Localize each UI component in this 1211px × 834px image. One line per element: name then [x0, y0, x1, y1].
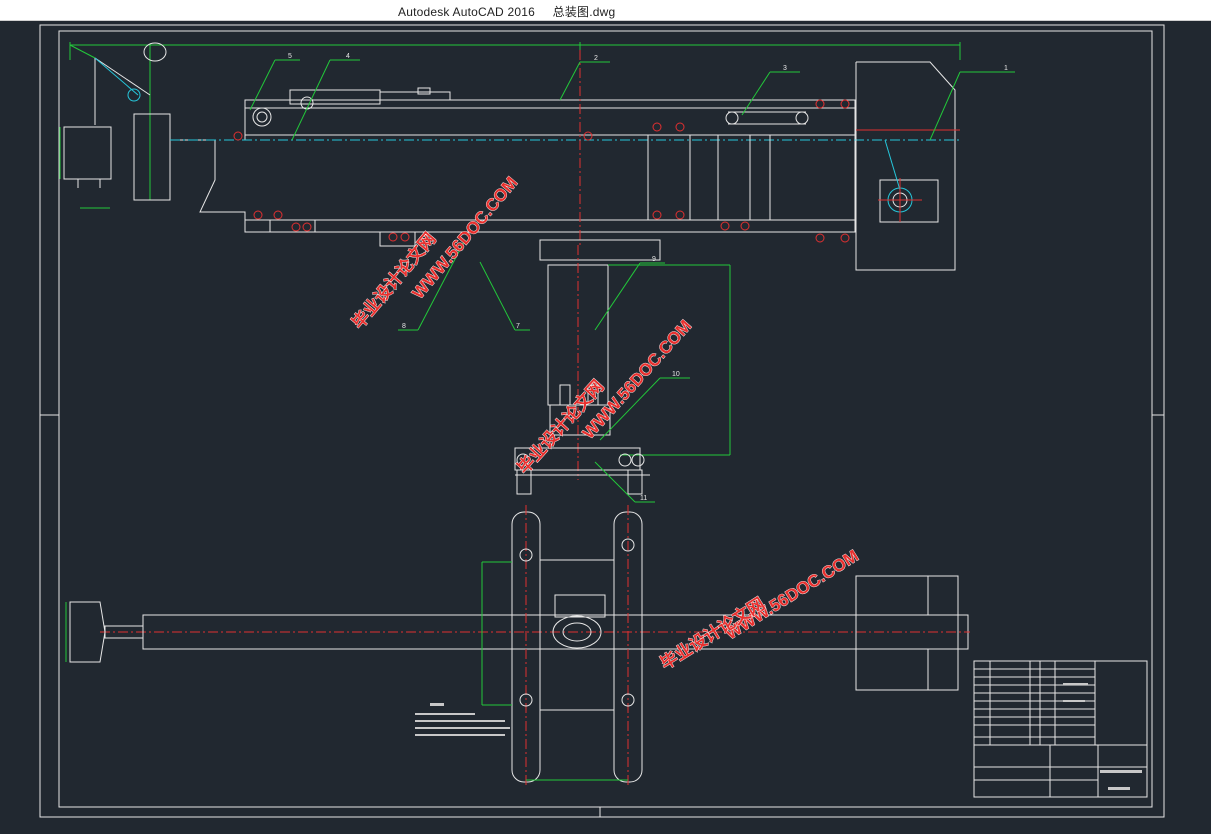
title-block — [973, 660, 1148, 798]
watermark-brand-text: 毕业设计论文网 — [657, 593, 769, 673]
part-leaders — [249, 59, 1015, 503]
watermark-group-2: WWW.56DOC.COM 毕业设计论文网 — [513, 316, 696, 478]
part-label: 2 — [594, 55, 598, 62]
window-title: Autodesk AutoCAD 2016 总装图.dwg — [398, 3, 615, 20]
watermark-group-1: WWW.56DOC.COM 毕业设计论文网 — [347, 173, 521, 333]
part-label: 8 — [402, 323, 406, 330]
part-label: 10 — [672, 371, 680, 378]
part-label: 11 — [640, 495, 647, 502]
watermark-group-3: WWW.56DOC.COM 毕业设计论文网 — [656, 546, 862, 674]
file-name: 总装图.dwg — [552, 5, 616, 19]
technical-notes — [415, 703, 510, 736]
part-label: 7 — [516, 323, 520, 330]
part-label: 4 — [346, 53, 350, 60]
title-bar: Autodesk AutoCAD 2016 总装图.dwg — [0, 0, 1211, 21]
arm-assembly-plan-view — [65, 505, 970, 785]
drawing-frame — [39, 24, 1165, 818]
part-label: 9 — [652, 256, 656, 263]
watermark-site-text: WWW.56DOC.COM — [722, 546, 862, 643]
drawing-canvas[interactable]: 1 2 3 4 5 7 8 9 10 11 — [0, 20, 1211, 829]
part-label: 5 — [288, 53, 292, 60]
part-label: 1 — [1004, 65, 1008, 72]
arm-assembly-front-view — [59, 42, 961, 495]
app-name: Autodesk AutoCAD 2016 — [398, 5, 535, 19]
part-label: 3 — [783, 65, 787, 72]
part-numbers: 1 2 3 4 5 7 8 9 10 11 — [288, 53, 1008, 502]
